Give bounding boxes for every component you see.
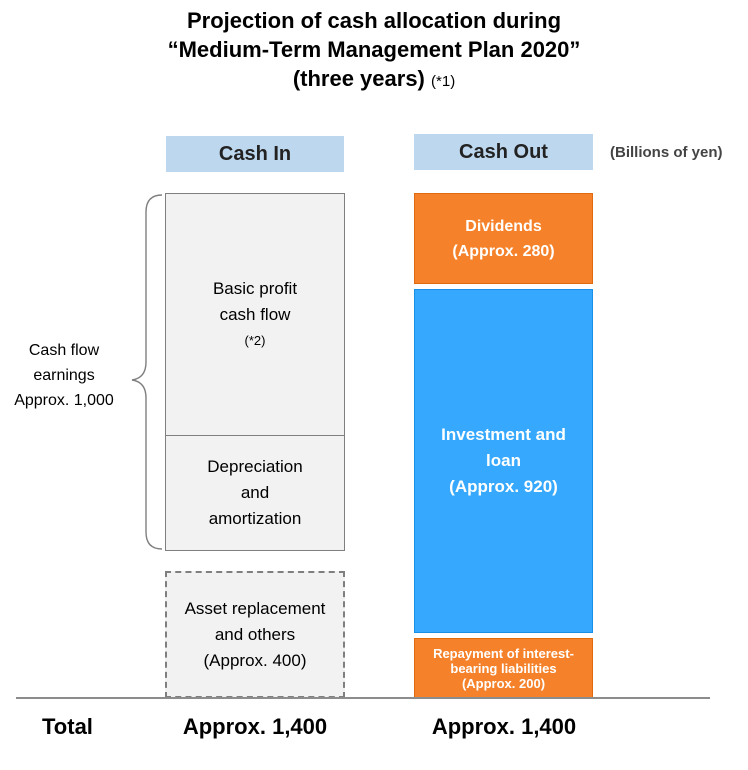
cf-line-2: earnings	[33, 367, 95, 384]
repay-line-1: Repayment of interest-	[433, 645, 574, 661]
curly-brace-path	[131, 194, 163, 550]
depr-line-1: Depreciation	[207, 457, 303, 476]
segment-investment-loan: Investment and loan (Approx. 920)	[414, 289, 593, 633]
dividends-line-2: (Approx. 280)	[452, 242, 555, 260]
invest-line-2: loan	[486, 451, 521, 470]
title-line-1: Projection of cash allocation during	[186, 8, 562, 33]
asset-line-3: (Approx. 400)	[203, 650, 307, 670]
total-cash-out: Approx. 1,400	[431, 714, 577, 739]
cf-line-1: Cash flow	[28, 342, 100, 359]
depr-line-2: and	[240, 483, 270, 502]
dividends-line-1: Dividends	[465, 217, 542, 235]
segment-depreciation-amortization: Depreciation and amortization	[165, 435, 345, 551]
segment-dividends: Dividends (Approx. 280)	[414, 193, 593, 284]
title-note: (*1)	[431, 73, 456, 90]
basic-profit-line-2: cash flow	[219, 305, 291, 324]
cash-out-header: Cash Out	[414, 134, 593, 170]
asset-line-2: and others	[214, 624, 296, 644]
repay-line-2: bearing liabilities	[450, 660, 557, 676]
invest-line-1: Investment and	[441, 425, 566, 444]
basic-profit-line-1: Basic profit	[212, 279, 298, 298]
title-line-2: “Medium-Term Management Plan 2020”	[167, 37, 581, 62]
segment-basic-profit-cash-flow: Basic profit cash flow (*2)	[165, 193, 345, 437]
basic-profit-line-2-wrap: cash flow (*2)	[220, 302, 291, 354]
title-line-3-text: (three years)	[292, 66, 425, 91]
segment-repayment-liabilities: Repayment of interest- bearing liabiliti…	[414, 638, 593, 698]
baseline	[16, 697, 710, 699]
title-line-3: (three years) (*1)	[0, 64, 748, 96]
unit-label: (Billions of yen)	[610, 144, 723, 161]
chart-title: Projection of cash allocation during “Me…	[0, 6, 748, 96]
total-label: Total	[42, 714, 93, 739]
cash-flow-earnings-label: Cash flow earnings Approx. 1,000	[0, 338, 128, 413]
asset-line-1: Asset replacement	[184, 598, 326, 618]
segment-asset-replacement: Asset replacement and others (Approx. 40…	[165, 571, 345, 698]
cash-in-header: Cash In	[166, 136, 344, 172]
invest-line-3: (Approx. 920)	[449, 477, 558, 496]
repay-line-3: (Approx. 200)	[461, 675, 546, 691]
cf-line-3: Approx. 1,000	[14, 392, 114, 409]
basic-profit-note: (*2)	[244, 333, 266, 348]
depr-line-3: amortization	[208, 509, 302, 528]
total-cash-in: Approx. 1,400	[182, 714, 328, 739]
